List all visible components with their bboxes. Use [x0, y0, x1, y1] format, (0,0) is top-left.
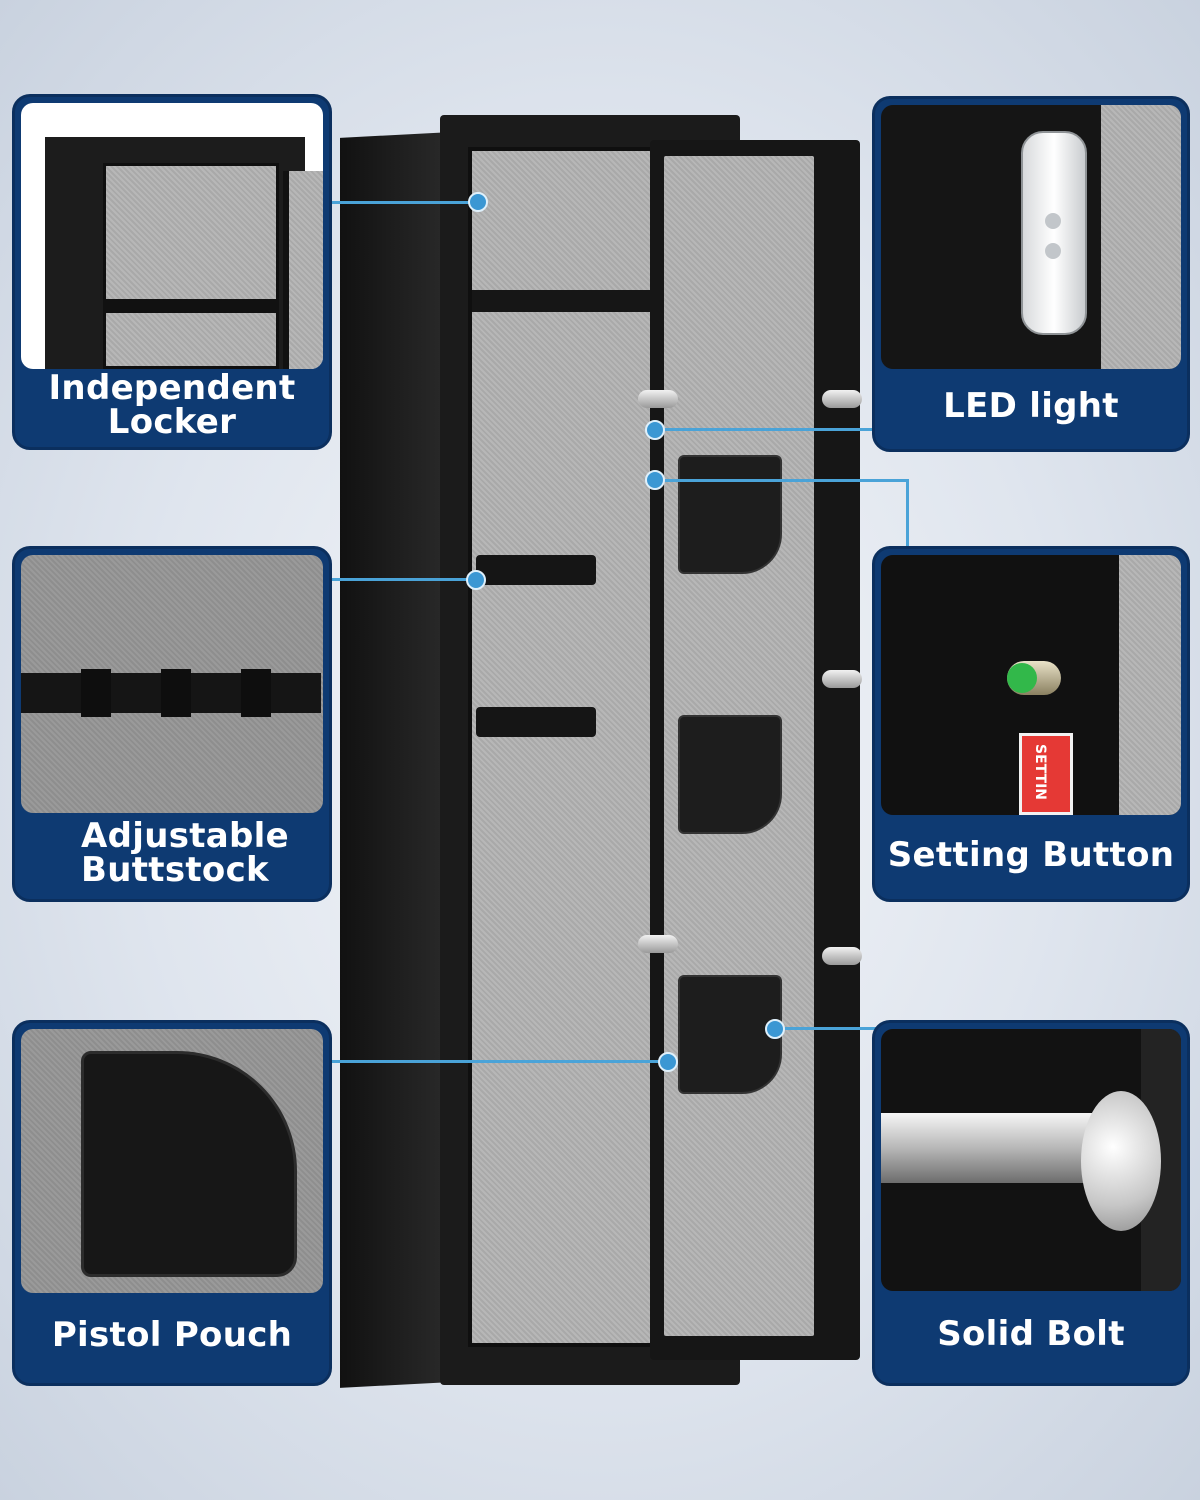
pistol-pouch-icon [81, 1051, 297, 1277]
bolt-icon [822, 670, 862, 688]
feature-card-independent-locker: Independent Locker [12, 94, 332, 450]
locker-shelf [103, 299, 279, 313]
setting-felt-edge [1119, 555, 1181, 815]
connector-adjustable-buttstock [330, 578, 478, 581]
door-pouch-bottom [678, 975, 782, 1094]
connector-setting-button-v [906, 479, 909, 549]
connector-dot [466, 570, 486, 590]
solid-bolt-photo [881, 1029, 1181, 1291]
bolt-icon [638, 390, 678, 408]
locker-door-edge [283, 171, 323, 369]
buttstock-strap-lower [476, 707, 596, 737]
led-light-photo [881, 105, 1181, 369]
connector-solid-bolt [776, 1027, 876, 1030]
setting-button-label: Setting Button [887, 835, 1175, 875]
safe-door [650, 140, 860, 1360]
buttstock-strap [21, 669, 321, 717]
setting-button-photo: SETTIN [881, 555, 1181, 815]
bolt-icon [822, 390, 862, 408]
led-light-label: LED light [943, 386, 1119, 426]
solid-bolt-label: Solid Bolt [937, 1314, 1125, 1354]
independent-locker-label: Independent Locker [48, 368, 296, 442]
connector-led-light [656, 428, 876, 431]
connector-setting-button-h [656, 479, 909, 482]
feature-card-pistol-pouch: Pistol Pouch [12, 1020, 332, 1386]
bolt-head [1081, 1091, 1161, 1231]
feature-card-led-light: LED light [872, 96, 1190, 452]
connector-independent-locker [330, 201, 480, 204]
door-pouch-top [678, 455, 782, 574]
feature-card-setting-button: SETTIN Setting Button [872, 546, 1190, 902]
bolt-icon [822, 947, 862, 965]
connector-dot [658, 1052, 678, 1072]
buttstock-strap-upper [476, 555, 596, 585]
locker-interior [103, 163, 279, 369]
pistol-pouch-photo [21, 1029, 323, 1293]
connector-pistol-pouch [330, 1060, 670, 1063]
adjustable-buttstock-photo [21, 555, 323, 813]
independent-locker-photo [21, 103, 323, 369]
feature-card-adjustable-buttstock: Adjustable Buttstock [12, 546, 332, 902]
pistol-pouch-label: Pistol Pouch [51, 1315, 293, 1355]
led-light-icon [1021, 131, 1087, 335]
door-pouch-middle [678, 715, 782, 834]
setting-sticker-text: SETTIN [1032, 744, 1048, 800]
led-felt-edge [1101, 105, 1181, 369]
bolt-icon [638, 935, 678, 953]
safe-side-panel [340, 132, 450, 1388]
connector-dot [645, 470, 665, 490]
setting-sticker: SETTIN [1019, 733, 1073, 815]
connector-dot [645, 420, 665, 440]
connector-dot [765, 1019, 785, 1039]
adjustable-buttstock-label: Adjustable Buttstock [81, 816, 289, 890]
connector-dot [468, 192, 488, 212]
gun-safe [340, 115, 870, 1388]
setting-button-icon [1007, 661, 1061, 695]
feature-card-solid-bolt: Solid Bolt [872, 1020, 1190, 1386]
